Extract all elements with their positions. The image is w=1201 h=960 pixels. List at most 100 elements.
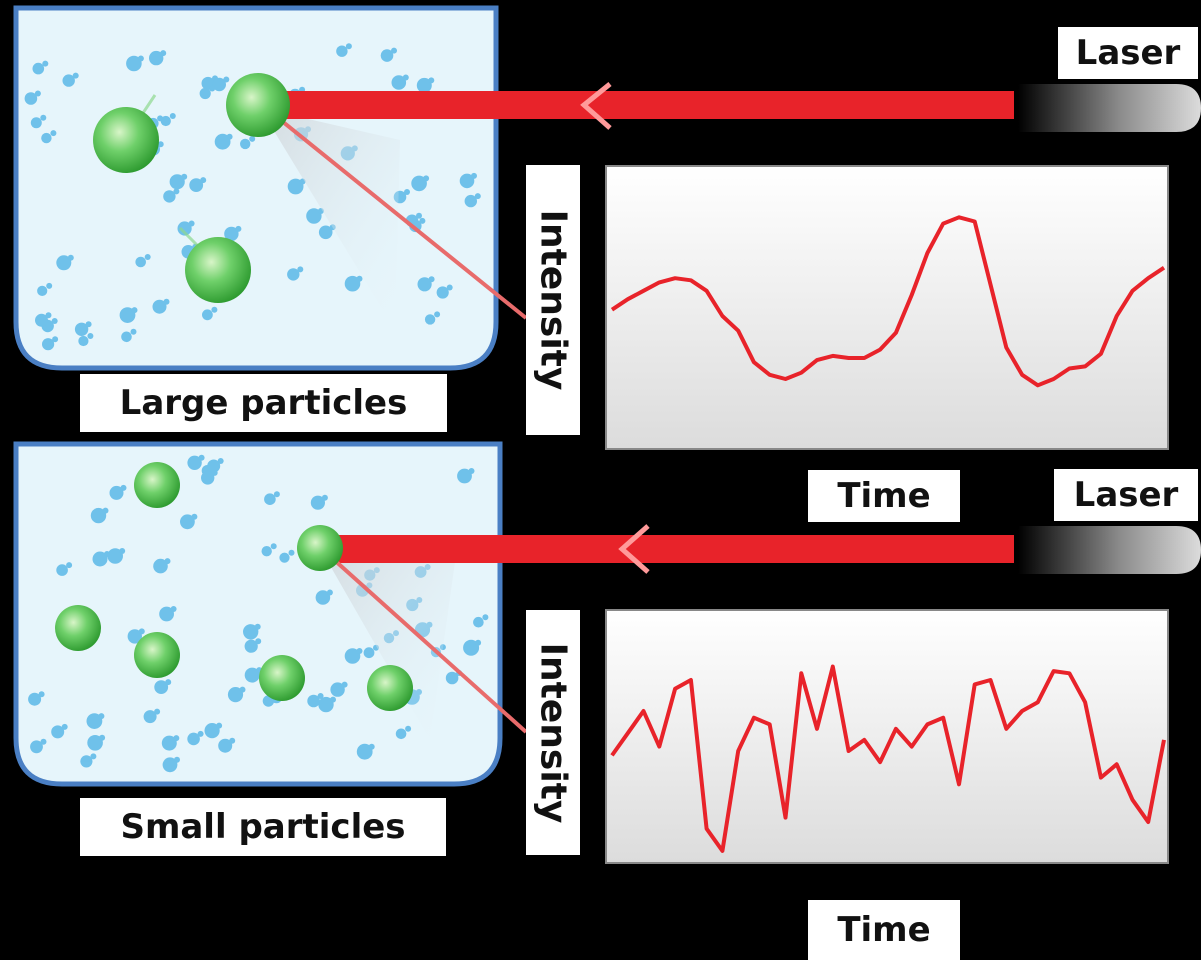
solvent-molecule bbox=[318, 225, 333, 240]
solvent-molecule bbox=[87, 735, 103, 751]
solvent-molecule bbox=[86, 713, 103, 729]
solvent-molecule-atom bbox=[144, 254, 151, 260]
solvent-molecule bbox=[90, 507, 107, 524]
solvent-molecule-atom bbox=[120, 484, 127, 491]
solvent-molecule-atom bbox=[174, 756, 180, 763]
solvent-molecule bbox=[464, 194, 477, 208]
solvent-molecule-atom bbox=[471, 172, 477, 179]
laser-beam-small bbox=[322, 535, 1014, 563]
solvent-molecule bbox=[127, 629, 142, 644]
solvent-molecule bbox=[35, 313, 48, 327]
solvent-molecule bbox=[135, 256, 146, 268]
solvent-molecule bbox=[363, 647, 375, 659]
solvent-molecule-atom bbox=[61, 723, 68, 730]
solvent-molecule-atom bbox=[402, 74, 409, 81]
solvent-molecule bbox=[161, 735, 177, 751]
solvent-molecule-atom bbox=[99, 734, 106, 741]
solvent-molecule bbox=[445, 671, 459, 685]
solvent-molecule-atom bbox=[173, 188, 180, 195]
solvent-molecule-atom bbox=[197, 730, 204, 737]
solvent-molecule bbox=[62, 74, 75, 87]
solvent-molecule-atom bbox=[211, 306, 218, 313]
solvent-molecule bbox=[391, 75, 407, 90]
solvent-molecule-atom bbox=[209, 85, 216, 92]
solvent-molecule bbox=[143, 710, 157, 724]
solvent-molecule bbox=[187, 455, 202, 470]
solvent-molecule bbox=[119, 307, 136, 323]
solvent-molecule-atom bbox=[391, 47, 397, 54]
solvent-molecule bbox=[287, 268, 300, 281]
solvent-molecule bbox=[154, 680, 169, 694]
solvent-molecule-atom bbox=[223, 76, 230, 83]
solvent-molecule bbox=[121, 331, 132, 343]
solvent-molecule-atom bbox=[288, 549, 295, 556]
laser-label-bottom: Laser bbox=[1054, 469, 1198, 521]
solvent-molecule bbox=[395, 728, 407, 740]
caption-small-particles: Small particles bbox=[80, 798, 446, 856]
solvent-molecule bbox=[344, 275, 361, 292]
laser-arrow-small bbox=[618, 524, 650, 574]
solvent-molecule-atom bbox=[229, 737, 236, 744]
solvent-molecule bbox=[202, 309, 213, 321]
scatter-cone-small bbox=[320, 548, 455, 740]
solvent-molecule-atom bbox=[157, 141, 164, 148]
solvent-molecule-atom bbox=[34, 90, 41, 97]
solvent-molecule bbox=[204, 723, 220, 739]
solvent-molecule-atom bbox=[138, 628, 145, 635]
solvent-molecule bbox=[261, 546, 272, 557]
solvent-molecule bbox=[227, 687, 244, 703]
solvent-molecule bbox=[315, 590, 331, 605]
solvent-molecule-atom bbox=[482, 614, 489, 621]
solvent-molecule-atom bbox=[446, 284, 453, 291]
solvent-molecule-atom bbox=[198, 454, 205, 461]
solvent-molecule bbox=[126, 55, 142, 72]
solvent-molecule bbox=[149, 50, 164, 66]
solvent-molecule bbox=[78, 335, 89, 347]
laser-device-bottom bbox=[1018, 526, 1201, 574]
solvent-molecule-atom bbox=[317, 693, 324, 699]
solvent-molecule-atom bbox=[163, 298, 170, 305]
solvent-molecule bbox=[153, 558, 168, 574]
time-label-bottom: Time bbox=[808, 900, 960, 960]
solvent-molecule bbox=[240, 138, 251, 150]
solvent-molecule bbox=[424, 314, 436, 325]
large-particles bbox=[93, 73, 290, 303]
solvent-molecule bbox=[463, 639, 480, 656]
solvent-molecule bbox=[330, 682, 345, 697]
solvent-molecule bbox=[459, 173, 475, 189]
solvent-molecule bbox=[180, 514, 195, 530]
solvent-molecule-atom bbox=[188, 220, 195, 227]
solvent-molecule-atom bbox=[40, 114, 47, 121]
solvent-molecule-atom bbox=[273, 491, 280, 498]
solvent-molecule-atom bbox=[200, 177, 207, 184]
solvent-molecule bbox=[32, 62, 45, 75]
solvent-molecule bbox=[243, 624, 259, 640]
solvent-molecule bbox=[279, 552, 290, 563]
solvent-molecule bbox=[380, 49, 394, 62]
solvent-molecule-atom bbox=[157, 115, 164, 122]
solvent-molecule-atom bbox=[254, 623, 261, 630]
intensity-label-top-text: Intensity bbox=[532, 209, 574, 391]
solvent-molecule-atom bbox=[102, 507, 109, 514]
solvent-molecule bbox=[169, 174, 185, 190]
solvent-molecule-atom bbox=[423, 175, 430, 182]
solvent-molecule bbox=[306, 208, 322, 224]
solvent-molecule bbox=[41, 132, 52, 144]
solvent-molecule bbox=[30, 740, 43, 754]
solvent-molecule bbox=[457, 468, 472, 484]
solvent-molecule-atom bbox=[87, 333, 94, 339]
solvent-molecule-atom bbox=[345, 43, 352, 50]
solvent-molecule-atom bbox=[130, 328, 137, 335]
intensity-label-bottom-text: Intensity bbox=[532, 642, 574, 823]
intensity-label-bottom: Intensity bbox=[526, 610, 580, 855]
solvent-molecule-atom bbox=[341, 681, 348, 688]
solvent-molecule-atom bbox=[428, 77, 435, 84]
solvent-molecule bbox=[56, 255, 72, 271]
solvent-molecule-atom bbox=[297, 266, 304, 273]
solvent-molecule bbox=[416, 77, 432, 93]
solvent-molecule bbox=[92, 551, 108, 567]
solvent-molecule bbox=[214, 133, 231, 150]
solvent-molecule-atom bbox=[356, 648, 363, 654]
solvent-molecule-atom bbox=[405, 725, 412, 732]
